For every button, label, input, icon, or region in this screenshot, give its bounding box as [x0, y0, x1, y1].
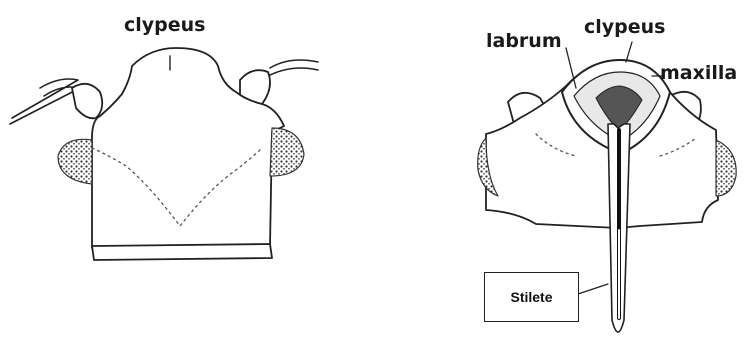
label-stilete: Stilete	[510, 289, 552, 305]
label-stilete-box: Stilete	[484, 272, 579, 322]
left-antenna-right	[268, 60, 318, 76]
left-eye-right	[270, 128, 304, 176]
left-eye-left	[58, 139, 92, 184]
right-eye-right	[716, 140, 736, 196]
stilete-leader	[578, 284, 608, 294]
left-head	[10, 48, 318, 260]
label-clypeus-left: clypeus	[124, 16, 205, 35]
left-antenna-left	[10, 79, 80, 124]
left-scape-left	[72, 84, 102, 118]
label-maxilla: maxilla	[660, 64, 737, 83]
label-labrum: labrum	[486, 32, 562, 51]
left-bottom-rim	[92, 244, 272, 260]
label-clypeus-right: clypeus	[584, 18, 665, 37]
clypeus-leader	[626, 42, 632, 62]
